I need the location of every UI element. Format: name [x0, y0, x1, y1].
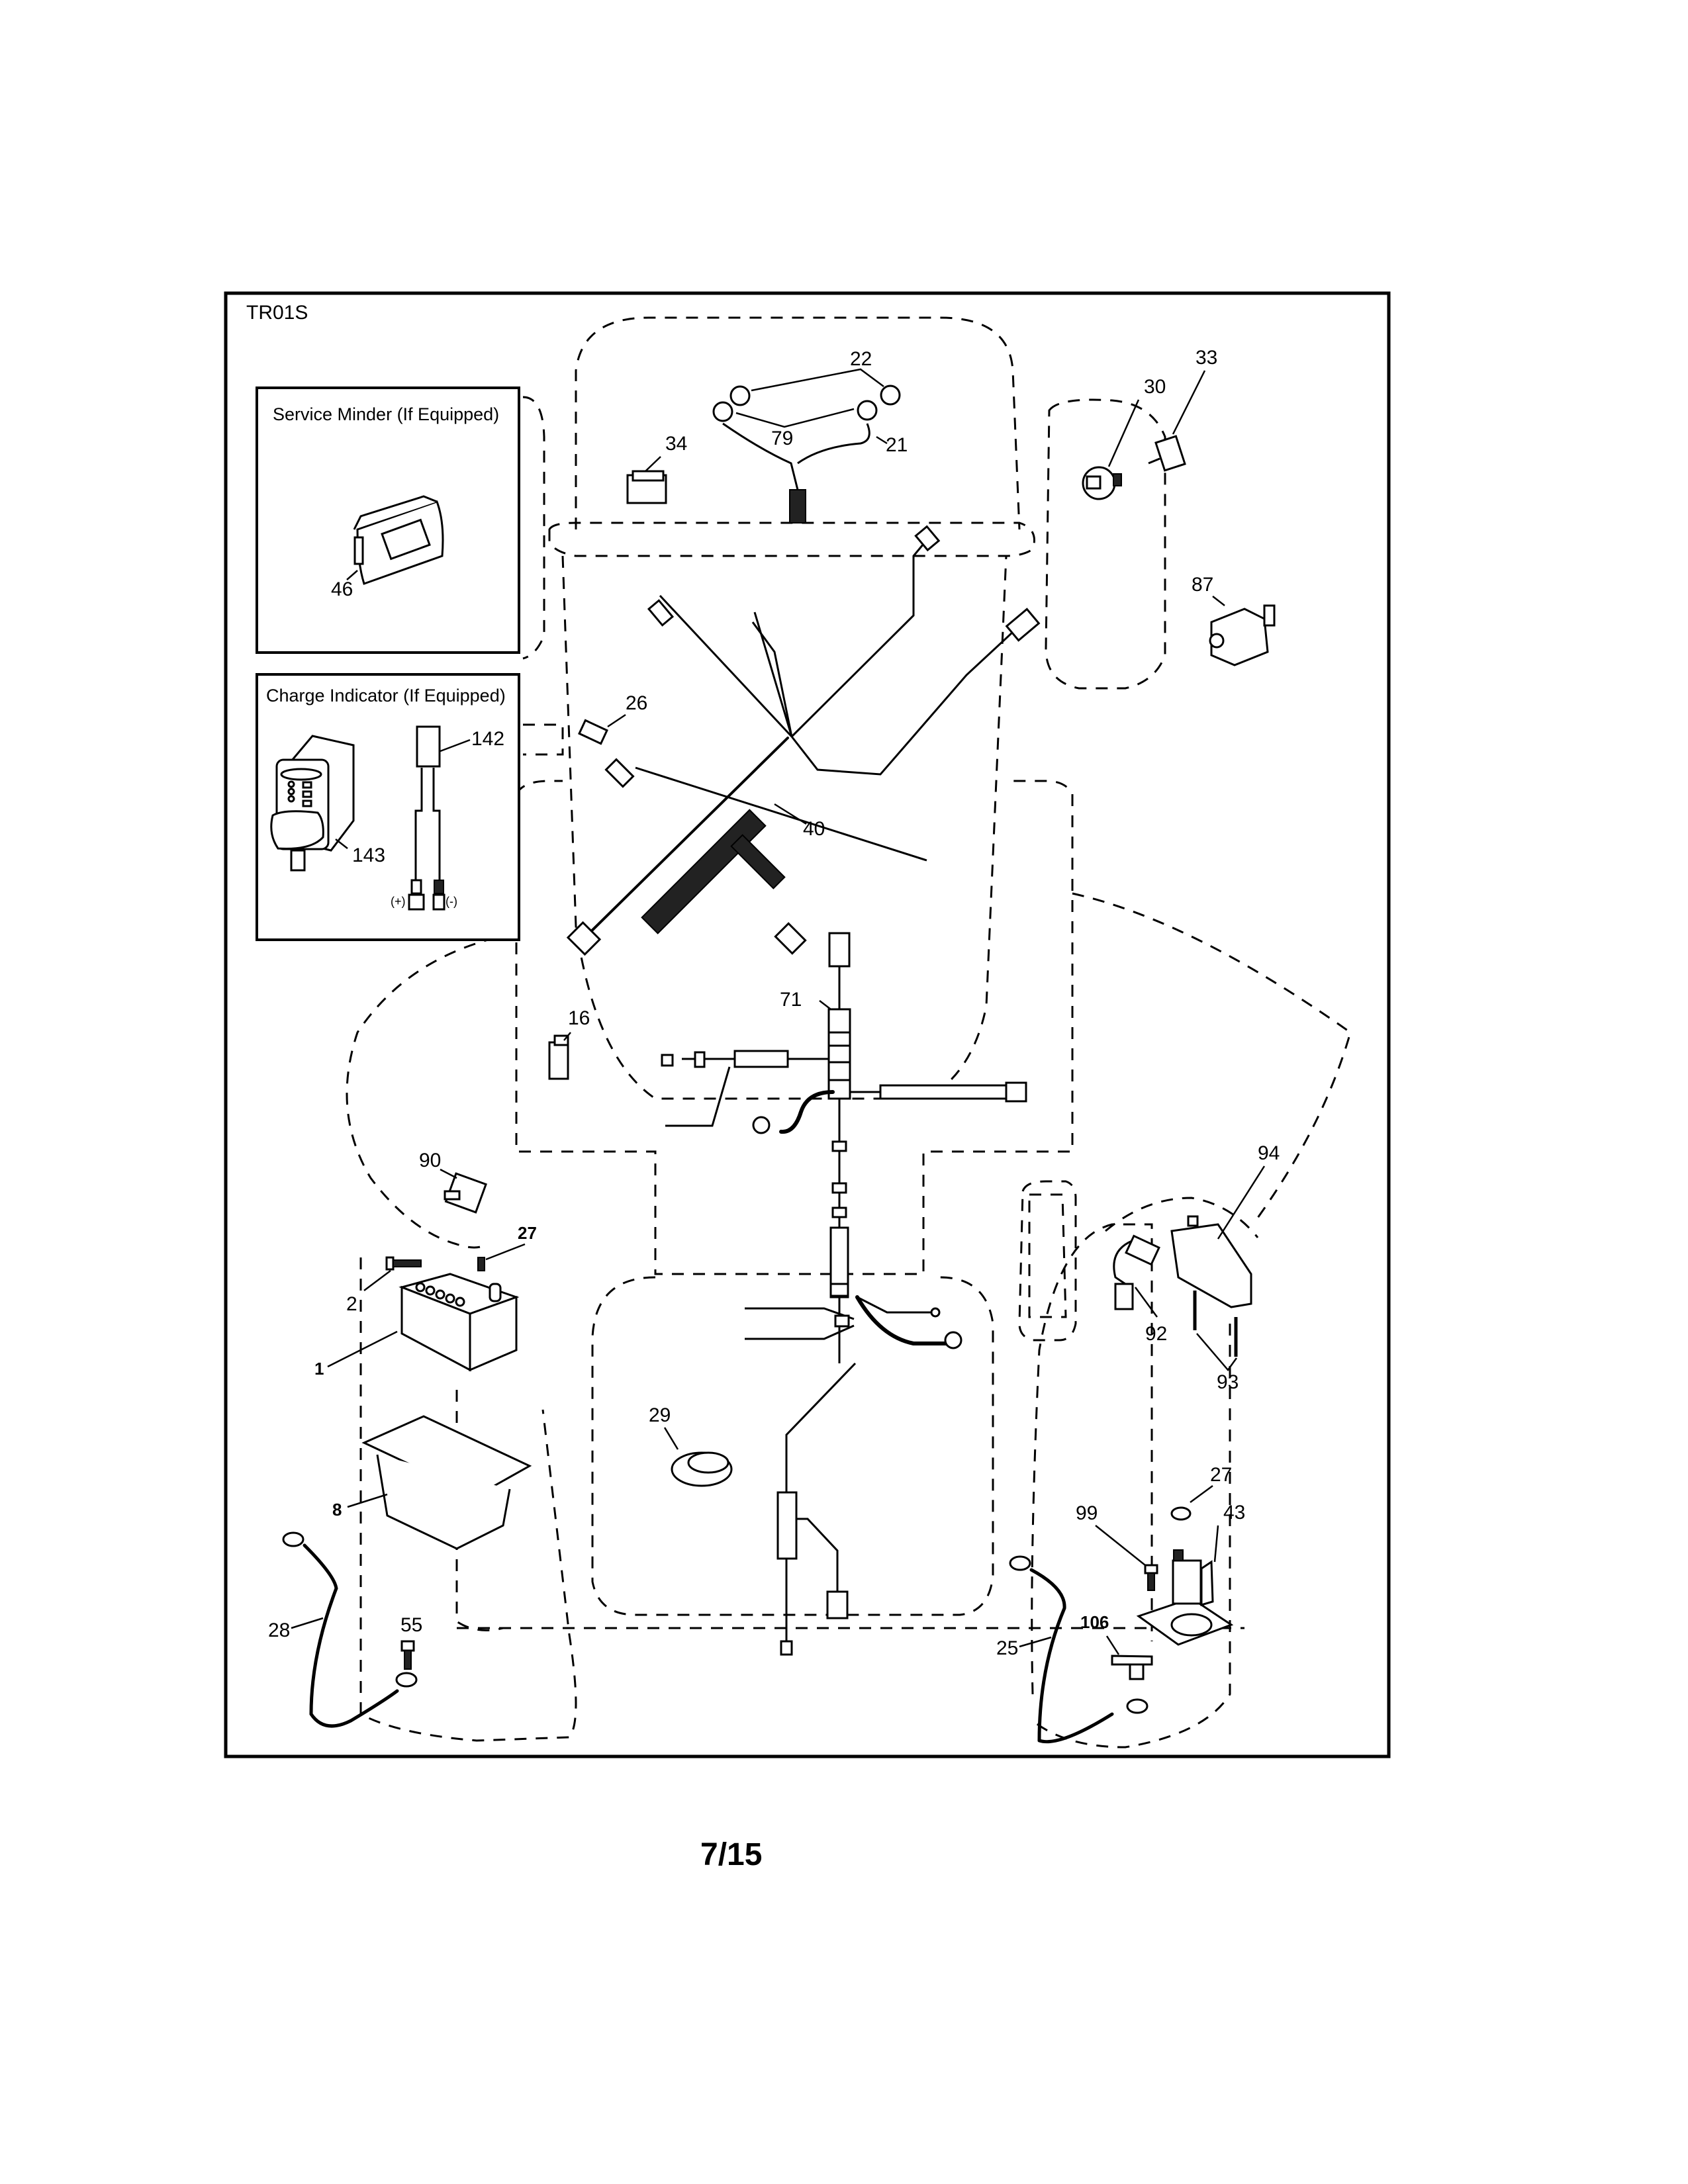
- callout-143: 143: [352, 844, 385, 866]
- callout-92: 92: [1145, 1323, 1167, 1345]
- screws-93: [1193, 1291, 1238, 1357]
- bolt-99: [1144, 1564, 1158, 1591]
- minus-terminal-label: (-): [445, 895, 457, 908]
- callout-55: 55: [400, 1614, 422, 1636]
- solenoid-plug-92: [1113, 1234, 1160, 1310]
- callout-27-solenoid: 27: [1210, 1464, 1232, 1486]
- light-switch-part: [626, 470, 667, 504]
- callout-8: 8: [332, 1500, 342, 1520]
- service-minder-part: [353, 495, 444, 585]
- callout-2: 2: [346, 1293, 357, 1315]
- main-harness: [566, 525, 1041, 956]
- diagram-frame: [224, 291, 1391, 1758]
- callout-94: 94: [1258, 1142, 1280, 1164]
- callout-33: 33: [1196, 347, 1217, 369]
- callout-27-battery: 27: [518, 1223, 537, 1243]
- part-90: [444, 1172, 487, 1214]
- callout-40: 40: [803, 818, 825, 840]
- callout-29: 29: [649, 1404, 671, 1426]
- callout-142: 142: [471, 728, 504, 750]
- callout-79: 79: [771, 428, 793, 449]
- callout-34: 34: [665, 433, 687, 455]
- clip-106: [1111, 1655, 1153, 1680]
- relay-16-part: [548, 1034, 569, 1080]
- callout-28: 28: [268, 1619, 290, 1641]
- plus-terminal-label: (+): [391, 895, 406, 908]
- lower-harness: [745, 1295, 962, 1656]
- callout-43: 43: [1223, 1502, 1245, 1524]
- battery-part: [385, 1256, 520, 1372]
- ground-cable-28: [282, 1531, 418, 1728]
- charge-indicator-inset: Charge Indicator (If Equipped) 143 (+): [256, 673, 520, 941]
- service-minder-inset: Service Minder (If Equipped) 46: [256, 387, 520, 654]
- callout-26: 26: [626, 692, 647, 714]
- service-minder-title: Service Minder (If Equipped): [273, 404, 499, 424]
- connector-26-part: [578, 719, 608, 745]
- charge-indicator-part: [270, 735, 355, 872]
- callout-22: 22: [850, 348, 872, 370]
- bolt-55: [400, 1640, 415, 1670]
- callout-71: 71: [780, 989, 802, 1011]
- charge-indicator-title: Charge Indicator (If Equipped): [266, 686, 506, 705]
- ground-cable-25: [1009, 1555, 1149, 1744]
- diagram-code: TR01S: [246, 302, 308, 324]
- ignition-switch-part: [1082, 466, 1122, 500]
- callout-16: 16: [568, 1007, 590, 1029]
- horn-29-part: [671, 1451, 733, 1487]
- callout-99: 99: [1076, 1502, 1098, 1524]
- callout-93: 93: [1217, 1371, 1239, 1393]
- headlight-harness: [712, 385, 901, 523]
- page-number: 7/15: [700, 1837, 762, 1872]
- nut-27: [1170, 1506, 1192, 1521]
- tractor-outline: [346, 316, 1352, 1749]
- callout-106: 106: [1080, 1612, 1109, 1632]
- relay-switch-part: [1209, 604, 1276, 666]
- solenoid-43-part: [1136, 1549, 1234, 1646]
- callout-90: 90: [419, 1150, 441, 1171]
- callout-46: 46: [331, 578, 353, 600]
- callout-25: 25: [996, 1637, 1018, 1659]
- callout-30: 30: [1144, 376, 1166, 398]
- callout-21: 21: [886, 434, 908, 456]
- charge-harness-part: [408, 725, 445, 911]
- callout-87: 87: [1192, 574, 1213, 596]
- module-94-part: [1170, 1215, 1252, 1308]
- callout-1: 1: [314, 1359, 324, 1379]
- ignition-key-part: [1148, 435, 1186, 472]
- harness-71: [661, 932, 1027, 1363]
- battery-tray-part: [361, 1415, 532, 1550]
